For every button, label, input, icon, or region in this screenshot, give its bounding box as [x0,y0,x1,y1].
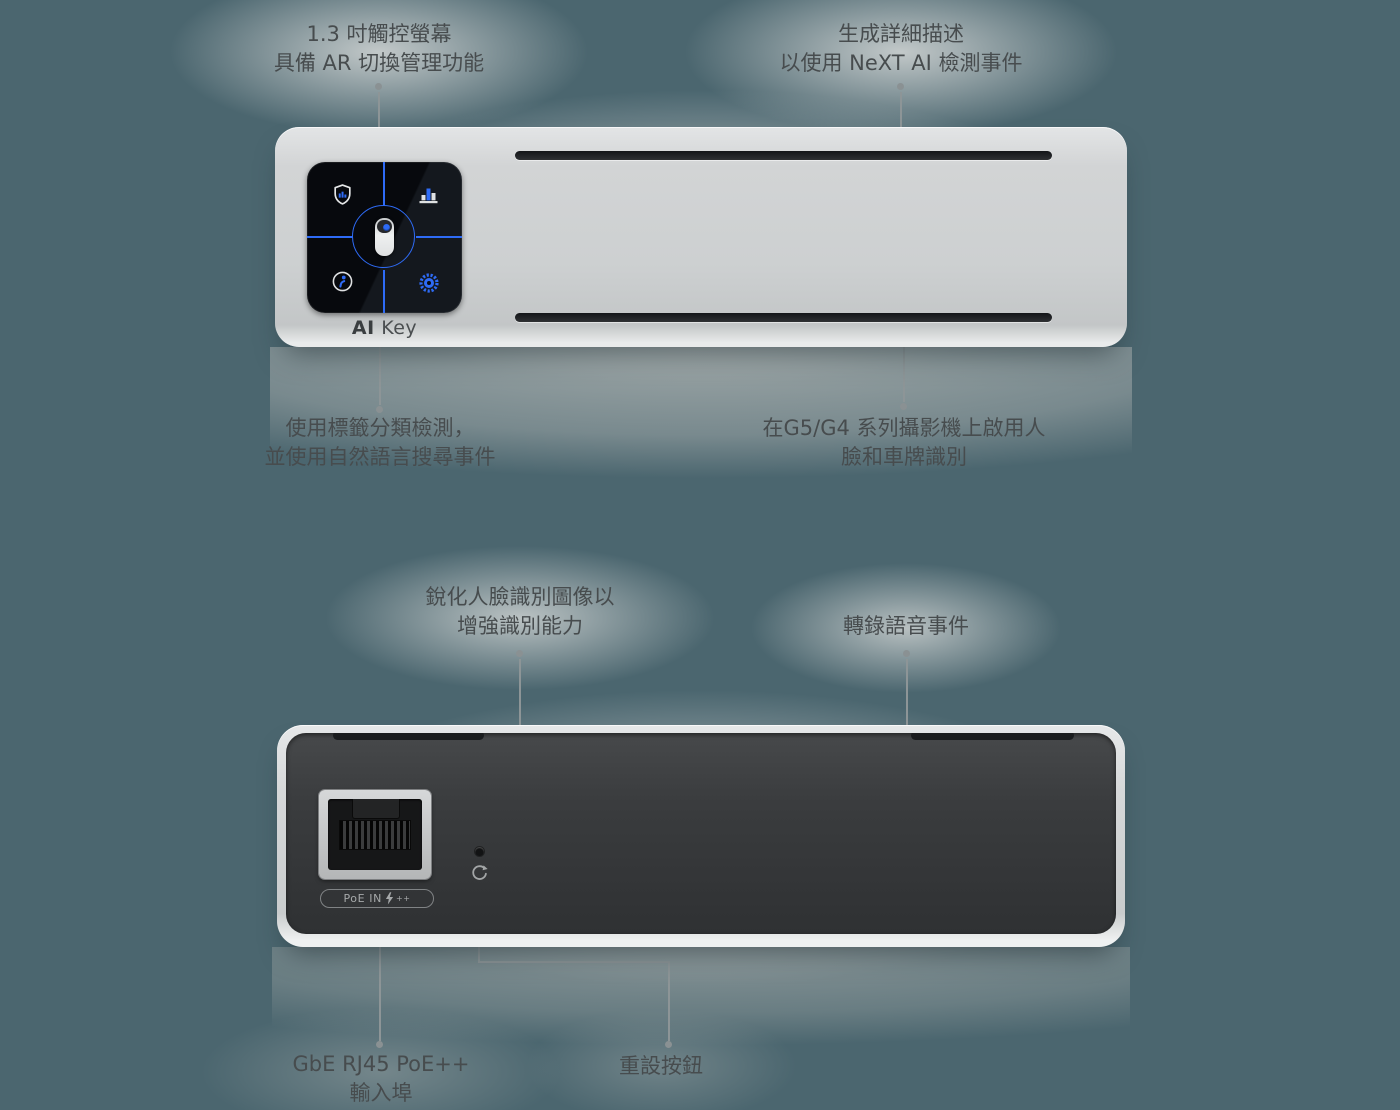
callout-label-search: 使用標籤分類檢測， 並使用自然語言搜尋事件 [265,414,496,472]
connector-line-sharpen [519,659,521,727]
connector-dot [665,1041,672,1048]
connector-dot [516,650,523,657]
connector-dot [897,83,904,90]
back-device-reflection [272,947,1130,1067]
rj45-opening [328,799,422,870]
connector-dot [376,1041,383,1048]
vent-slot-bottom [515,313,1052,322]
vent-notch [911,733,1074,740]
callout-next-ai: 生成詳細描述 以使用 NeXT AI 檢測事件 [779,20,1022,78]
connector-line-reset-3 [668,961,670,1041]
callout-touchscreen: 1.3 吋觸控螢幕 具備 AR 切換管理功能 [274,20,484,78]
led-indicator [475,847,484,856]
lightning-icon [385,892,394,905]
vent-slot-top [515,151,1052,160]
brand-label: AI Key [307,317,462,339]
back-panel: PoE IN ++ [286,733,1116,934]
crosshair-line [416,236,462,238]
touchscreen [307,162,462,313]
callout-sharpen: 銳化人臉識別圖像以 增強識別能力 [426,583,615,641]
callout-line: 銳化人臉識別圖像以 [425,585,615,609]
callout-line: 1.3 吋觸控螢幕 [306,22,452,46]
connector-line-reset-2 [478,961,670,963]
connector-line-poe [379,900,381,1041]
ai-key-device-front: AI Key [275,127,1127,347]
camera-cap [377,220,392,233]
callout-line: 生成詳細描述 [838,22,964,46]
reset-icon[interactable] [470,864,488,882]
callout-transcribe: 轉錄語音事件 [843,612,969,641]
ai-key-device-back: PoE IN ++ [277,725,1125,947]
callout-line: 具備 AR 切換管理功能 [273,51,485,75]
callout-face-plate: 在G5/G4 系列攝影機上啟用人 臉和車牌識別 [762,414,1045,472]
connector-dot [903,650,910,657]
rj45-pins [339,819,411,850]
connector-line-screen [378,92,380,127]
connector-dot [375,83,382,90]
gear-icon [417,271,441,299]
bar-chart-icon [417,185,440,209]
callout-line: 輸入埠 [349,1081,413,1105]
connector-dot [376,406,383,413]
ai-key-camera-icon [375,218,394,256]
brand-ai: AI [351,317,375,339]
vent-notch [333,733,484,740]
poe-in-label: PoE IN ++ [320,889,434,908]
connector-line-next-ai [900,92,902,127]
connector-dot [900,403,907,410]
brand-key: Key [381,317,418,339]
shield-security-icon [331,183,354,210]
callout-line: 使用標籤分類檢測， [285,416,475,440]
crosshair-line [383,162,385,206]
callout-reset: 重設按鈕 [619,1052,703,1081]
crosshair-line [307,236,353,238]
focus-ring [352,205,415,268]
callout-line: 重設按鈕 [619,1054,703,1078]
callout-line: 增強識別能力 [457,614,583,638]
camera-lens [383,224,390,231]
callout-line: GbE RJ45 PoE++ [292,1052,470,1076]
crosshair-line [383,270,385,313]
connector-line-label-search [379,347,381,405]
connector-line-transcribe [906,659,908,727]
poe-in-text: PoE IN [343,892,382,905]
callout-poe-port: GbE RJ45 PoE++ 輸入埠 [293,1050,470,1108]
callout-line: 並使用自然語言搜尋事件 [264,445,496,469]
callout-line: 轉錄語音事件 [843,614,969,638]
callout-line: 臉和車牌識別 [841,445,967,469]
info-person-icon [331,270,354,297]
rj45-clip-tab [352,799,400,820]
callout-line: 以使用 NeXT AI 檢測事件 [779,51,1023,75]
rj45-port [319,790,431,879]
connector-line-face-plate [903,347,905,402]
callout-line: 在G5/G4 系列攝影機上啟用人 [762,416,1046,440]
